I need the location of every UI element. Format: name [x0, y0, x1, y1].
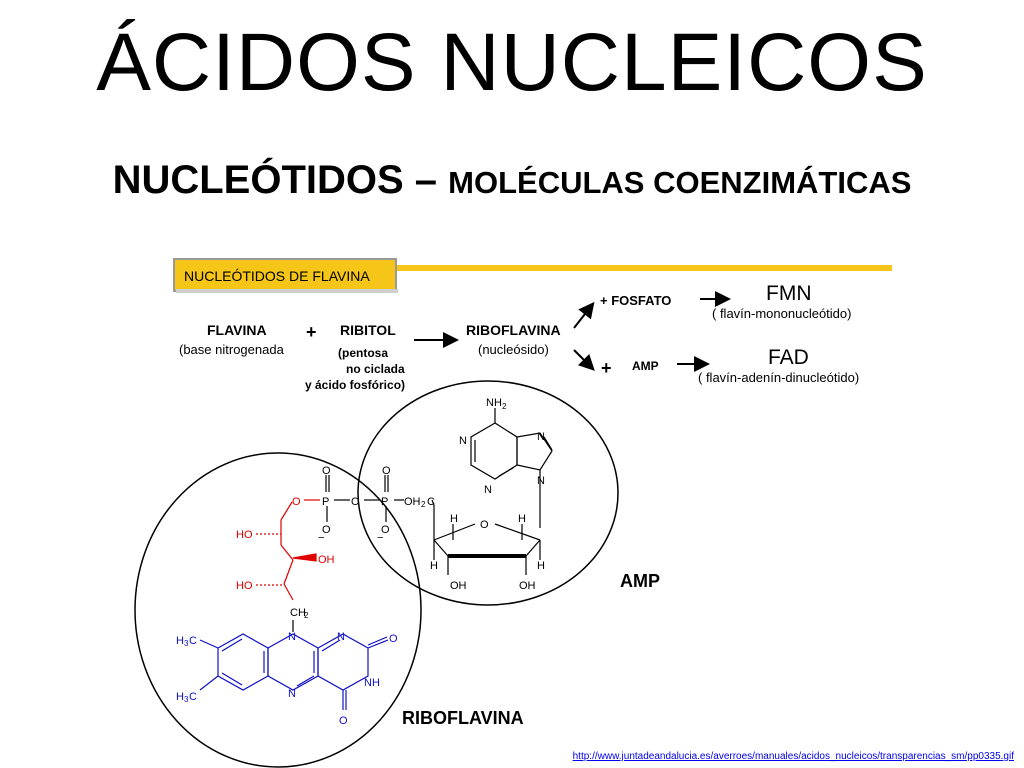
n-atom: N [537, 431, 545, 443]
hydroxyl-left: HO [236, 580, 253, 592]
hydroxyl-label: OH [519, 580, 536, 592]
c-atom: C [189, 635, 197, 647]
riboflavina-label: RIBOFLAVINA [466, 322, 561, 338]
o-atom: O [382, 465, 391, 477]
subtitle-main: NUCLEÓTIDOS – [112, 158, 449, 202]
ribitol-note-3: y ácido fosfórico) [305, 378, 405, 392]
banner-label: NUCLEÓTIDOS DE FLAVINA [184, 268, 370, 284]
n-atom: N [484, 484, 492, 496]
h-atom: H [450, 513, 458, 525]
flavin-banner: NUCLEÓTIDOS DE FLAVINA [173, 258, 892, 293]
subscript: 2 [421, 500, 426, 509]
amp-circle [357, 380, 619, 606]
o-atom: O [339, 715, 348, 727]
methyl-label: H [176, 635, 184, 647]
subtitle-rest: MOLÉCULAS COENZIMÁTICAS [448, 165, 912, 200]
o-atom: O [292, 496, 301, 508]
n-atom: N [459, 435, 467, 447]
reaction-scheme: FLAVINA (base nitrogenada + RIBITOL (pen… [179, 282, 859, 392]
n-atom: N [537, 475, 545, 487]
amino-label: NH [486, 397, 502, 409]
o-atom: O [351, 496, 360, 508]
phosphate-chain [304, 475, 435, 522]
ribitol-note-2: no ciclada [346, 362, 405, 376]
h-atom: H [430, 560, 438, 572]
ch2-label: CH [290, 607, 306, 619]
n-atom: N [337, 631, 345, 643]
subscript: 3 [184, 695, 189, 704]
riboflavina-structure-label: RIBOFLAVINA [402, 708, 524, 728]
flavina-note: (base nitrogenada [179, 342, 285, 357]
phosphorus-atom: P [381, 496, 388, 508]
h-atom: H [518, 513, 526, 525]
fad-note: ( flavín-adenín-dinucleótido) [698, 370, 859, 385]
n-atom: N [288, 688, 296, 700]
methyl-label: H [176, 691, 184, 703]
minus-charge: − [377, 532, 383, 544]
o-atom: O [389, 633, 398, 645]
subscript: 2 [304, 611, 309, 620]
isoalloxazine-ring [199, 633, 389, 710]
fmn-label: FMN [766, 282, 812, 305]
o-atom: O [322, 524, 331, 536]
plus-sign-2: + [601, 358, 612, 378]
arrow-up-icon [573, 301, 595, 329]
ribose-structure [433, 505, 541, 575]
riboflavina-note: (nucleósido) [478, 342, 549, 357]
hydroxyl-label: OH [450, 580, 467, 592]
amp-short-label: AMP [632, 359, 659, 373]
fmn-note: ( flavín-mononucleótido) [712, 306, 851, 321]
ribitol-note-1: (pentosa [338, 346, 388, 360]
fad-label: FAD [768, 346, 809, 369]
phosphorus-atom: P [322, 496, 329, 508]
slide-subtitle: NUCLEÓTIDOS – MOLÉCULAS COENZIMÁTICAS [0, 160, 1024, 200]
ribitol-bonds [256, 501, 317, 601]
minus-charge: − [318, 532, 324, 544]
ribitol-chain: O HO OH HO [236, 496, 335, 592]
c-atom: C [189, 691, 197, 703]
amino-subscript: 2 [502, 402, 507, 411]
ch2-oh-label: OH [404, 496, 421, 508]
hydroxyl-left: HO [236, 529, 253, 541]
o-atom: O [322, 465, 331, 477]
c-atom: C [427, 496, 435, 508]
hydroxyl-right: OH [318, 554, 335, 566]
slide-title: ÁCIDOS NUCLEICOS [96, 17, 928, 108]
fosfato-label: + FOSFATO [600, 293, 671, 308]
h-atom: H [537, 560, 545, 572]
o-atom: O [381, 524, 390, 536]
source-link[interactable]: http://www.juntadeandalucia.es/averroes/… [572, 751, 1014, 762]
nh-label: NH [364, 677, 380, 689]
plus-sign: + [306, 322, 317, 342]
n-atom: N [288, 631, 296, 643]
adenine-structure [470, 408, 553, 528]
amp-label: AMP [620, 571, 660, 591]
riboflavina-circle [134, 452, 422, 768]
arrow-down-icon [573, 349, 595, 371]
ring-oxygen: O [480, 519, 489, 531]
ribitol-label: RIBITOL [340, 322, 396, 338]
flavina-label: FLAVINA [207, 322, 267, 338]
subscript: 3 [184, 639, 189, 648]
